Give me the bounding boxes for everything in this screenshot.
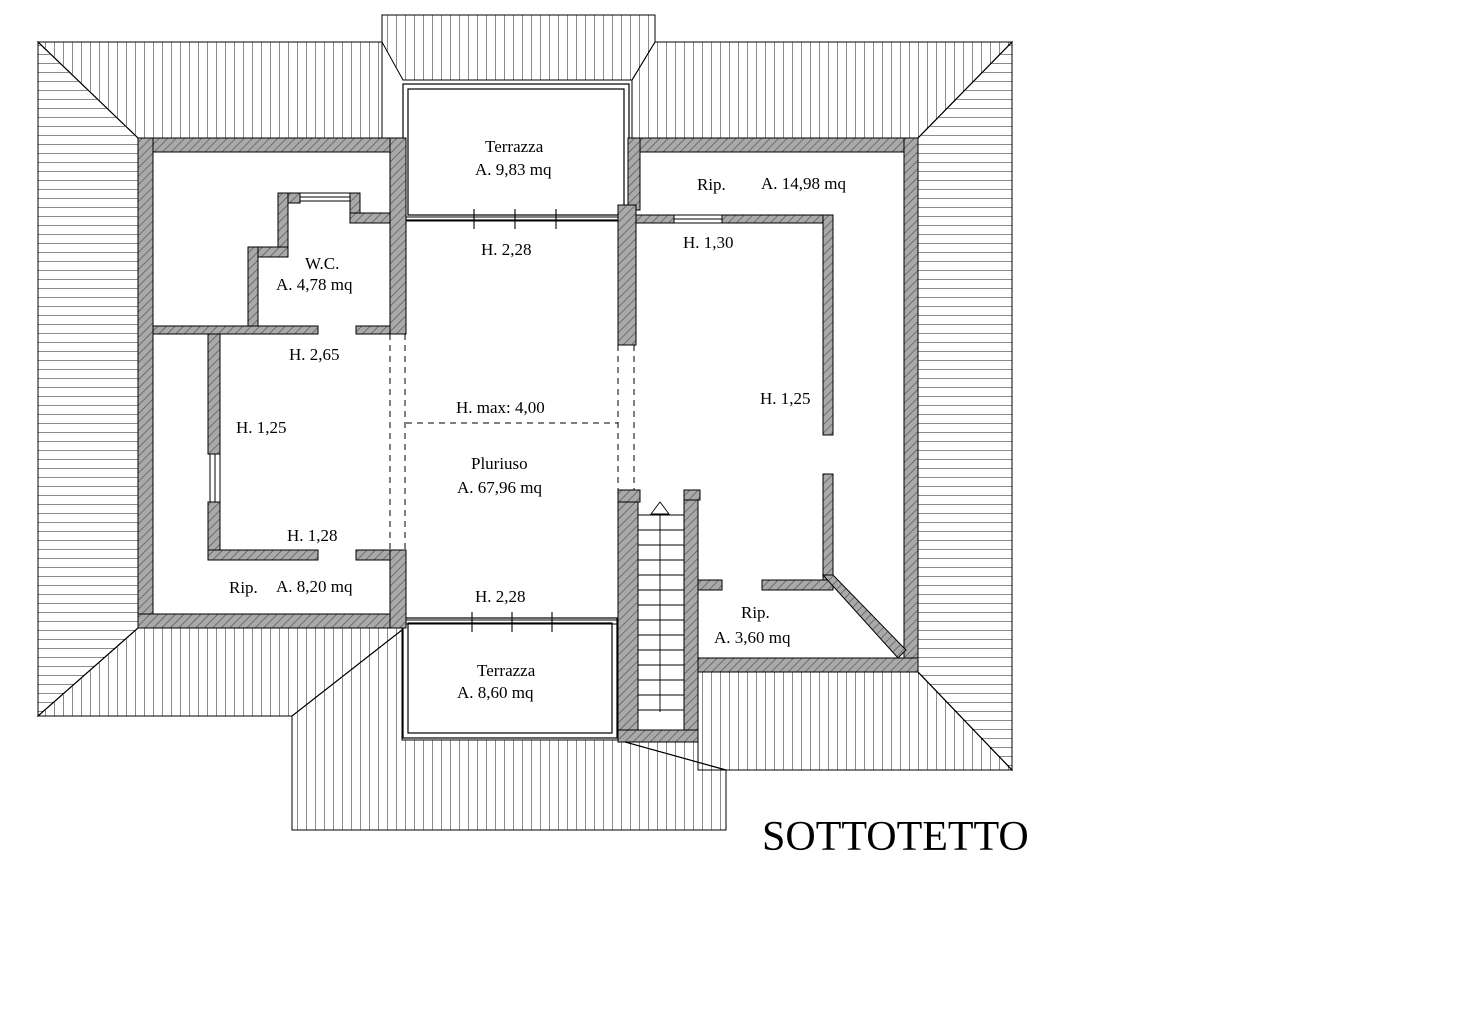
rip-top-right-name: Rip. xyxy=(697,175,726,194)
center-max-height: H. max: 4,00 xyxy=(456,398,545,417)
openings xyxy=(209,192,723,503)
terrazza-bottom-name: Terrazza xyxy=(477,661,536,680)
wall-center-left-upper xyxy=(389,137,407,335)
pluriuso-name: Pluriuso xyxy=(471,454,528,473)
doors xyxy=(406,209,618,632)
interior xyxy=(150,88,908,738)
wall-left-outer xyxy=(137,137,154,629)
terrazza-top-name: Terrazza xyxy=(485,137,544,156)
wall-center-right-upper xyxy=(617,204,637,346)
roof-right-slope xyxy=(917,40,1013,772)
labels: Terrazza A. 9,83 mq H. 2,28 Rip. A. 14,9… xyxy=(229,137,1029,860)
pluriuso-area: A. 67,96 mq xyxy=(457,478,543,497)
plan-title: SOTTOTETTO xyxy=(762,814,1029,860)
rip-top-right-area: A. 14,98 mq xyxy=(761,174,847,193)
wall-left-top xyxy=(137,137,407,153)
dashed-lines xyxy=(389,334,635,550)
walls xyxy=(137,137,919,743)
roof xyxy=(36,14,1014,831)
right-wall-height: H. 1,25 xyxy=(760,389,811,408)
left-wall-height: H. 1,25 xyxy=(236,418,287,437)
wc-area: A. 4,78 mq xyxy=(276,275,353,294)
wall-right-bottom xyxy=(697,657,919,673)
wc-door-height: H. 2,65 xyxy=(289,345,340,364)
roof-top-dormer xyxy=(381,14,656,81)
rip-bottom-right-name: Rip. xyxy=(741,603,770,622)
wall-right-top xyxy=(627,137,919,153)
rip-bottom-right-area: A. 3,60 mq xyxy=(714,628,791,647)
rip-top-window-height: H. 1,30 xyxy=(683,233,734,252)
terrace-bottom-door-height: H. 2,28 xyxy=(475,587,526,606)
stair-arrow-icon xyxy=(650,501,670,515)
terrace-bottom-outline xyxy=(402,617,618,739)
terrazza-bottom-area: A. 8,60 mq xyxy=(457,683,534,702)
wall-right-outer xyxy=(903,137,919,673)
terrazza-top-area: A. 9,83 mq xyxy=(475,160,552,179)
rip-left-area: A. 8,20 mq xyxy=(276,577,353,596)
wc-name: W.C. xyxy=(305,254,339,273)
stairs xyxy=(638,501,684,712)
wall-center-left-lower xyxy=(389,549,407,629)
rip-left-name: Rip. xyxy=(229,578,258,597)
roof-left-slope xyxy=(37,40,139,718)
left-bottom-height: H. 1,28 xyxy=(287,526,338,545)
wall-left-bottom xyxy=(137,613,407,629)
terrace-top-door-height: H. 2,28 xyxy=(481,240,532,259)
